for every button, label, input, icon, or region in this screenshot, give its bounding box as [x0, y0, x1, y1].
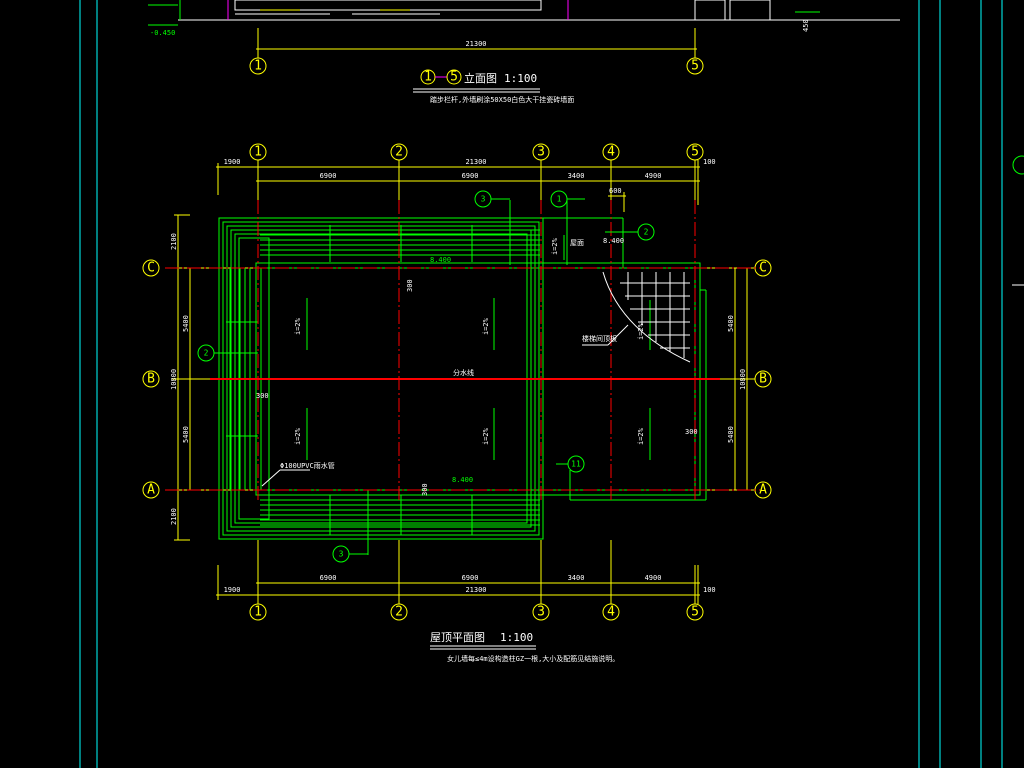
- bottom-dim-span: 4900: [645, 574, 662, 582]
- top-dim-span: 4900: [645, 172, 662, 180]
- detail-ref-label: 3: [481, 195, 486, 204]
- axis-b-right: B: [759, 372, 767, 387]
- top-dim-span: 6900: [320, 172, 337, 180]
- sheet-frame: [79, 0, 1003, 768]
- side-dim-top: 2100: [170, 233, 178, 250]
- small-dim: 300: [421, 483, 429, 496]
- axis-b-left: B: [147, 372, 155, 387]
- row-axes: C B A C B A: [142, 259, 772, 499]
- bottom-dim-span: 6900: [462, 574, 479, 582]
- axis-5-top: 5: [691, 145, 699, 160]
- hatch-label: 楼梯间顶板: [582, 334, 617, 343]
- elevation-axis-5: 5: [691, 59, 699, 74]
- roof-plan-scale: 1:100: [500, 631, 533, 644]
- axis-4-bottom: 4: [607, 605, 615, 620]
- bottom-dim-span: 6900: [320, 574, 337, 582]
- bottom-dim-total: 21300: [465, 586, 486, 594]
- side-dim-span-right: 5400: [727, 315, 735, 332]
- stair-label: 屋面: [570, 239, 584, 247]
- axis-2-top: 2: [395, 145, 403, 160]
- bottom-dim-right: 100: [703, 586, 716, 594]
- top-dim-right: 100: [703, 158, 716, 166]
- small-dim: 300: [256, 392, 269, 400]
- detail-ref-partial: [1012, 155, 1024, 175]
- side-dim-span-right: 5400: [727, 426, 735, 443]
- axis-3-bottom: 3: [537, 605, 545, 620]
- elevation-view: -0.450 450 21300 1 5 1 5 立面图 1:100 踏步栏杆,…: [148, 0, 900, 104]
- detail-ref-label: 11: [571, 460, 581, 469]
- axis-a-right: A: [759, 483, 767, 498]
- elevation-title-axis-start: 1: [424, 70, 432, 85]
- axis-5-bottom: 5: [691, 605, 699, 620]
- ridge-label: 分水线: [453, 368, 474, 377]
- roof-plan: 1900 21300 100 6900 6900 3400 4900 600 6…: [142, 143, 772, 663]
- level-label: 8.400: [452, 476, 473, 484]
- detail-refs: [197, 190, 655, 563]
- axis-c-right: C: [759, 261, 767, 276]
- slope-label: i=2%: [482, 427, 490, 445]
- top-dim-span: 3400: [568, 172, 585, 180]
- side-dim-bottom: 2100: [170, 508, 178, 525]
- elevation-scale: 1:100: [504, 72, 537, 85]
- roof-plan-title: 屋顶平面图: [430, 631, 485, 644]
- detail-ref-label: 2: [204, 349, 209, 358]
- bottom-dim-span: 3400: [568, 574, 585, 582]
- small-dim: 300: [406, 279, 414, 292]
- top-dim-left: 1900: [224, 158, 241, 166]
- stair-roof-hatch: [261, 271, 691, 487]
- detail-ref-label: 3: [339, 550, 344, 559]
- elevation-height-dim: 450: [802, 19, 810, 32]
- centerlines: [165, 200, 760, 500]
- top-dim-total: 21300: [465, 158, 486, 166]
- small-dim: 300: [685, 428, 698, 436]
- axis-1-top: 1: [254, 145, 262, 160]
- bottom-dim-left: 1900: [224, 586, 241, 594]
- slope-label: i=2%: [637, 427, 645, 445]
- roof-plan-note: 女儿墙每≤4m设构造柱GZ一根,大小及配筋见结施说明。: [447, 654, 619, 663]
- detail-ref-label: 2: [644, 228, 649, 237]
- elevation-note: 踏步栏杆,外墙刷涂50X50白色大干挂瓷砖墙面: [430, 95, 574, 104]
- side-dim-span: 5400: [182, 426, 190, 443]
- slope-label-stair: i=2%: [551, 237, 559, 255]
- side-dim-span: 5400: [182, 315, 190, 332]
- axis-2-bottom: 2: [395, 605, 403, 620]
- level-label: 8.400: [603, 237, 624, 245]
- side-dim-total: 10800: [170, 369, 178, 390]
- top-dim-small: 600: [609, 187, 622, 195]
- drain-label: Φ100UPVC雨水管: [280, 461, 335, 470]
- top-dim-span: 6900: [462, 172, 479, 180]
- slope-label: i=2%: [637, 322, 645, 340]
- column-axes: 1 2 3 4 5 1 2 3 4 5: [249, 143, 704, 621]
- axis-a-left: A: [147, 483, 155, 498]
- elevation-title-axis-end: 5: [450, 70, 458, 85]
- axis-3-top: 3: [537, 145, 545, 160]
- slope-label: i=2%: [294, 427, 302, 445]
- canopy-hatch: [226, 200, 651, 555]
- elevation-axis-1: 1: [254, 59, 262, 74]
- axis-c-left: C: [147, 261, 155, 276]
- axis-4-top: 4: [607, 145, 615, 160]
- slope-label: i=2%: [294, 317, 302, 335]
- elevation-title: 立面图: [464, 71, 497, 85]
- elevation-total-dim: 21300: [465, 40, 486, 48]
- axis-1-bottom: 1: [254, 605, 262, 620]
- detail-ref-label: 1: [557, 195, 562, 204]
- side-dim-total-right: 10800: [739, 369, 747, 390]
- level-label: 8.400: [430, 256, 451, 264]
- elevation-level: -0.450: [150, 29, 175, 37]
- slope-label: i=2%: [482, 317, 490, 335]
